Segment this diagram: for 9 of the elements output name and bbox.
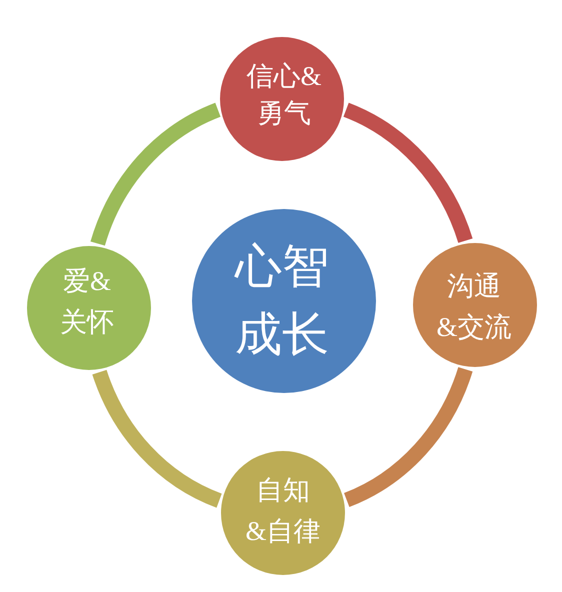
ring-arc: [343, 102, 472, 244]
topic-label: 信心&勇气: [246, 60, 322, 130]
ring-arc: [90, 102, 221, 246]
ring-arc: [92, 369, 222, 508]
topic-label: 沟通&交流: [436, 270, 512, 344]
topic-label: 爱&关怀: [60, 265, 114, 339]
topic-label: 自知&自律: [245, 474, 320, 548]
core-label: 心智成长: [235, 240, 329, 363]
ring-arc: [344, 366, 472, 507]
